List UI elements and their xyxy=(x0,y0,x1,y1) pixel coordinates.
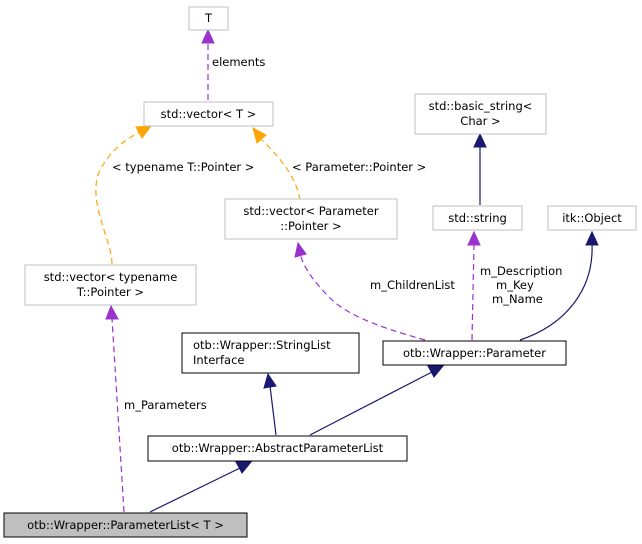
edge-parameter-to-string-arrow xyxy=(467,230,481,246)
edge-abstract-to-stringlist-arrow xyxy=(263,372,277,389)
edge-parameter-to-itkobject xyxy=(519,243,593,341)
node-parameter-list-label: otb::Wrapper::ParameterList< T > xyxy=(27,518,224,532)
edge-typename-to-vector xyxy=(95,131,141,265)
edge-vector-to-t-arrow xyxy=(201,28,215,44)
node-vector-parameter-pointer-line2: ::Pointer > xyxy=(280,219,341,233)
edge-paramlist-to-vectortypename-arrow xyxy=(105,304,119,320)
node-string-list-interface[interactable]: otb::Wrapper::StringList Interface xyxy=(181,332,360,374)
edge-abstract-to-stringlist xyxy=(269,385,277,436)
edge-abstract-to-parameter-arrow xyxy=(427,365,445,378)
node-parameter-list[interactable]: otb::Wrapper::ParameterList< T > xyxy=(3,512,248,538)
edge-parameter-to-vectorparam-arrow xyxy=(294,241,307,258)
edge-parameter-to-itkobject-arrow xyxy=(585,230,599,246)
edge-label-typename-pointer: < typename T::Pointer > xyxy=(112,160,254,174)
edge-label-elements: elements xyxy=(212,55,265,69)
node-vector-typename-pointer[interactable]: std::vector< typename T::Pointer > xyxy=(24,264,197,306)
edge-label-name: m_Name xyxy=(492,292,543,306)
node-vector-parameter-pointer[interactable]: std::vector< Parameter ::Pointer > xyxy=(224,198,398,240)
edge-string-to-basicstring-arrow xyxy=(473,132,487,148)
node-basic-string-line2: Char > xyxy=(460,114,500,128)
edge-paramptr-to-vector-arrow xyxy=(252,127,267,144)
edge-label-parameter-pointer: < Parameter::Pointer > xyxy=(292,160,426,174)
edge-label-description: m_Description xyxy=(480,264,562,278)
node-vector-typename-pointer-line2: T::Pointer > xyxy=(76,285,144,299)
edge-label-key: m_Key xyxy=(496,278,534,292)
edge-paramptr-to-vector xyxy=(261,139,301,201)
edge-paramlist-to-vectortypename xyxy=(111,317,125,513)
edge-parameter-to-vectorparam xyxy=(299,253,426,341)
node-vector-parameter-pointer-line1: std::vector< Parameter xyxy=(243,204,378,218)
edge-abstract-to-parameter xyxy=(309,371,433,436)
node-itk-object-label: itk::Object xyxy=(562,211,622,225)
edge-parameter-to-string xyxy=(471,243,475,341)
node-basic-string[interactable]: std::basic_string< Char > xyxy=(414,93,547,135)
node-t-label: T xyxy=(204,11,213,25)
node-string-list-interface-line2: Interface xyxy=(193,353,245,367)
node-std-string-label: std::string xyxy=(448,211,507,225)
edge-paramlist-to-abstract xyxy=(149,467,241,513)
edge-label-parameters: m_Parameters xyxy=(124,398,207,412)
node-vector-t[interactable]: std::vector< T > xyxy=(143,101,274,127)
node-t[interactable]: T xyxy=(188,6,229,31)
node-vector-typename-pointer-line1: std::vector< typename xyxy=(44,270,178,284)
node-parameter-label: otb::Wrapper::Parameter xyxy=(403,346,546,360)
node-itk-object[interactable]: itk::Object xyxy=(547,205,637,231)
node-abstract-parameter-list-label: otb::Wrapper::AbstractParameterList xyxy=(172,441,384,455)
edge-label-children-list: m_ChildrenList xyxy=(370,278,455,292)
node-std-string[interactable]: std::string xyxy=(432,205,523,231)
node-abstract-parameter-list[interactable]: otb::Wrapper::AbstractParameterList xyxy=(147,435,408,462)
node-parameter[interactable]: otb::Wrapper::Parameter xyxy=(382,340,567,366)
node-basic-string-line1: std::basic_string< xyxy=(429,99,533,113)
node-string-list-interface-line1: otb::Wrapper::StringList xyxy=(193,338,331,352)
edge-paramlist-to-abstract-arrow xyxy=(235,461,253,474)
edge-typename-to-vector-arrow xyxy=(135,125,153,139)
node-vector-t-label: std::vector< T > xyxy=(161,107,257,121)
